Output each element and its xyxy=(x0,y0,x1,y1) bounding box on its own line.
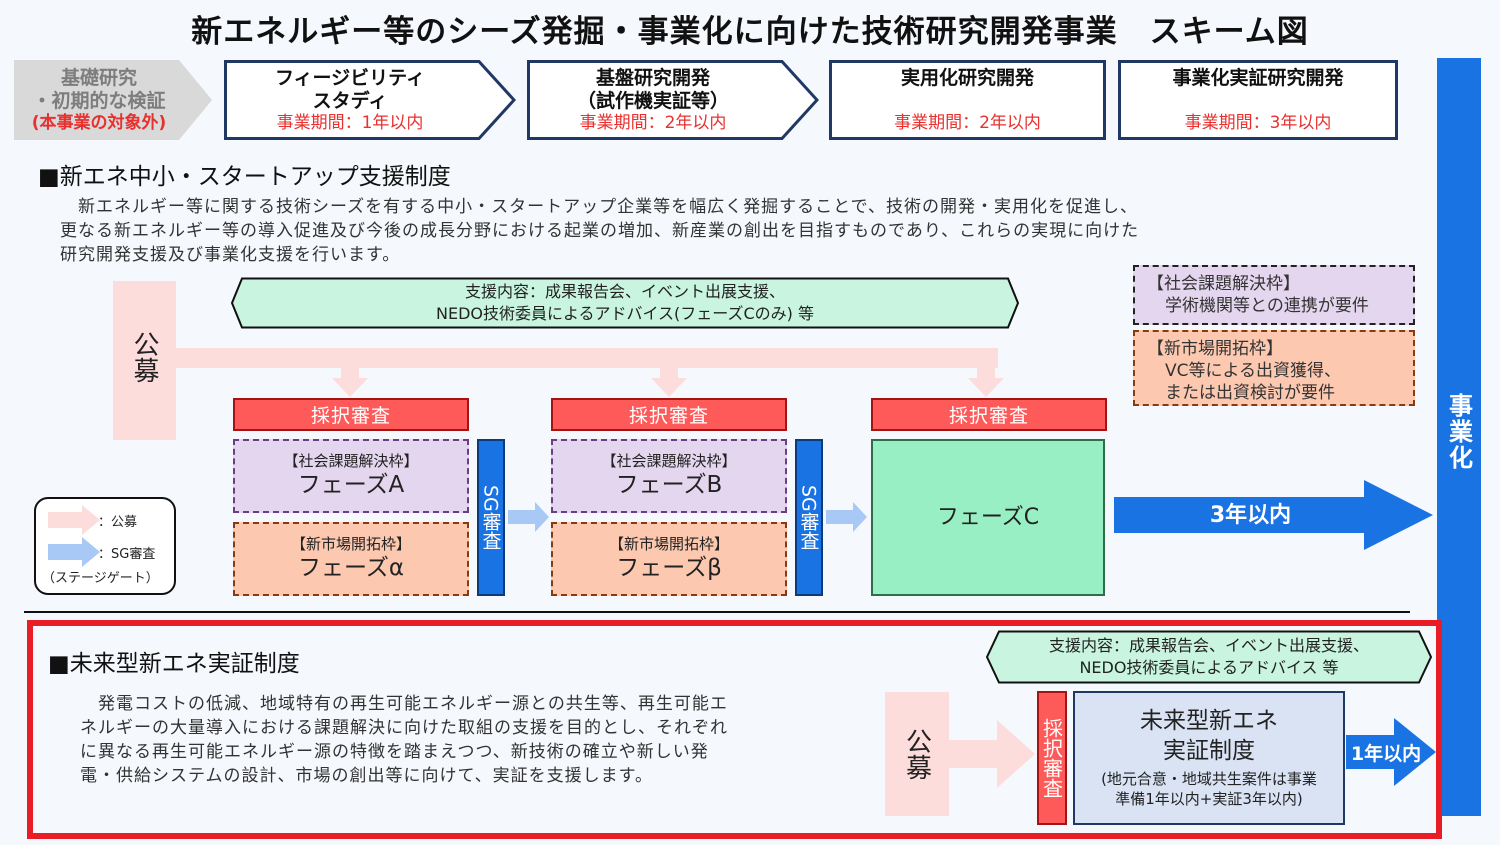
hexagon-shape xyxy=(230,277,1020,329)
section1-support-content: 支援内容：成果報告会、イベント出展支援、 NEDO技術委員によるアドバイス(フェ… xyxy=(230,277,1020,329)
duration-label-1yr: 1年以内 xyxy=(1350,743,1422,765)
chevron-shape xyxy=(14,60,212,140)
page-title: 新エネルギー等のシーズ発掘・事業化に向けた技術研究開発事業 スキーム図 xyxy=(191,14,1309,50)
commercialization-bar: 事業化 xyxy=(1437,58,1481,816)
phase-b: 【社会課題解決枠】 フェーズB xyxy=(551,439,787,513)
stage-fundamental-rd: 基盤研究開発 （試作機実証等） 事業期間：2年以内 xyxy=(527,60,819,140)
stage-commercialization-rd: 事業化実証研究開発 事業期間：3年以内 xyxy=(1118,60,1398,140)
offering-arrow-down-icon xyxy=(332,378,368,397)
legend-sg-arrow-icon xyxy=(48,537,100,567)
section2-support-content: 支援内容：成果報告会、イベント出展支援、 NEDO技術委員によるアドバイス 等 xyxy=(985,630,1433,684)
future-new-energy-program-box: 未来型新エネ 実証制度 (地元合意・地域共生案件は事業 準備1年以内+実証3年以… xyxy=(1073,691,1345,825)
duration-label-3yr: 3年以内 xyxy=(1209,503,1292,528)
duration-arrow-3yr xyxy=(1114,480,1433,550)
chevron-shape xyxy=(224,60,516,140)
sg-review-bar-1: SG審査 xyxy=(477,439,505,596)
offering-arrow-down-icon xyxy=(968,378,1004,397)
offering-bar-shape xyxy=(113,281,176,440)
section-divider xyxy=(24,611,1410,613)
duration-arrow-1yr xyxy=(1346,718,1436,786)
legend-offering-arrow-icon xyxy=(48,505,100,535)
phase-c: フェーズC xyxy=(871,439,1105,596)
stage-feasibility-study: フィージビリティ スタディ 事業期間：1年以内 xyxy=(224,60,516,140)
requirement-new-market: 【新市場開拓枠】 VC等による出資獲得、 または出資検討が要件 xyxy=(1133,330,1415,406)
section2-public-offering-label: 公募 xyxy=(901,728,932,780)
phase-a: 【社会課題解決枠】 フェーズA xyxy=(233,439,469,513)
review-box-1: 採択審査 xyxy=(233,398,469,431)
sg-review-bar-2: SG審査 xyxy=(795,439,823,596)
offering-flow-arrows xyxy=(113,281,1004,440)
section2-offering-arrow xyxy=(885,692,1035,816)
review-box-3: 採択審査 xyxy=(871,398,1107,431)
chevron-shape xyxy=(527,60,819,140)
sg-arrow-icon xyxy=(826,502,867,532)
phase-alpha: 【新市場開拓枠】 フェーズα xyxy=(233,522,469,596)
offering-arrow-down-icon xyxy=(651,378,687,397)
public-offering-label: 公募 xyxy=(129,331,159,383)
stage-practical-rd: 実用化研究開発 事業期間：2年以内 xyxy=(829,60,1106,140)
section1-description: 新エネルギー等に関する技術シーズを有する中小・スタートアップ企業等を幅広く発掘す… xyxy=(60,197,1140,265)
legend: ：公募 ：SG審査 （ステージゲート） xyxy=(34,497,176,595)
phase-beta: 【新市場開拓枠】 フェーズβ xyxy=(551,522,787,596)
section2-description: 発電コストの低減、地域特有の再生可能エネルギー源との共生等、再生可能エ ネルギー… xyxy=(80,694,728,787)
requirement-social-issue: 【社会課題解決枠】 学術機関等との連携が要件 xyxy=(1133,265,1415,325)
offering-horizontal-line xyxy=(176,348,998,368)
review-box-2: 採択審査 xyxy=(551,398,787,431)
section2-review-bar: 採択審査 xyxy=(1037,691,1067,825)
section2-heading: ■未来型新エネ実証制度 xyxy=(48,651,300,677)
section1-heading: ■新エネ中小・スタートアップ支援制度 xyxy=(38,164,451,190)
stage-basic-research: 基礎研究 ・初期的な検証 (本事業の対象外) xyxy=(14,60,212,140)
sg-arrow-icon xyxy=(508,502,549,532)
section2-highlight-frame xyxy=(27,620,1442,839)
hexagon-shape xyxy=(985,630,1433,684)
